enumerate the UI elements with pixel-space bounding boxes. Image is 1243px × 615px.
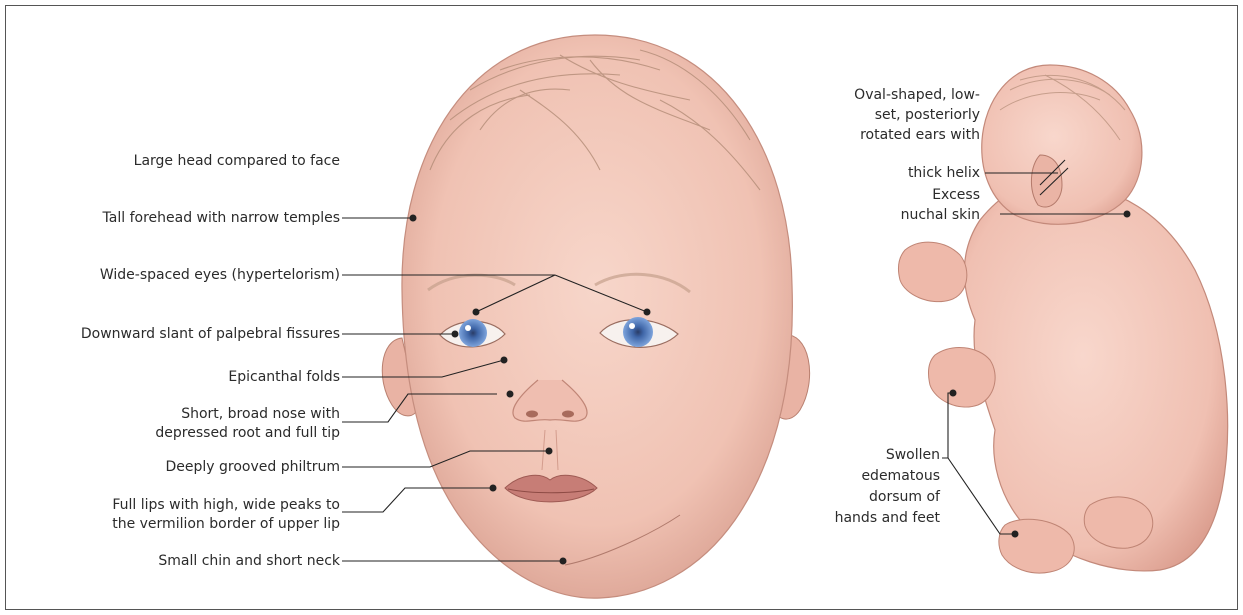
label-swollen-line4: hands and feet (780, 509, 940, 528)
label-swollen-line3: dorsum of (780, 488, 940, 507)
label-swollen-line2: edematous (780, 467, 940, 486)
baby-face (382, 35, 809, 598)
label-nuchal-line1: Excess (780, 186, 980, 205)
label-downward-slant: Downward slant of palpebral fissures (6, 325, 340, 344)
label-ears-line1: Oval-shaped, low- (780, 86, 980, 105)
head-shape (402, 35, 792, 598)
label-nose-line1: Short, broad nose with (40, 405, 340, 424)
label-wide-spaced-eyes: Wide-spaced eyes (hypertelorism) (20, 266, 340, 285)
label-tall-forehead: Tall forehead with narrow temples (20, 209, 340, 228)
label-ears-line3: rotated ears with (780, 126, 980, 145)
label-epicanthal-folds: Epicanthal folds (40, 368, 340, 387)
label-philtrum: Deeply grooved philtrum (40, 458, 340, 477)
label-ears-line2: set, posteriorly (780, 106, 980, 125)
label-swollen-line1: Swollen (780, 446, 940, 465)
upper-hand (898, 242, 966, 301)
label-large-head: Large head compared to face (40, 152, 340, 171)
lower-hand (928, 348, 995, 408)
label-ears-line4: thick helix (780, 164, 980, 183)
label-lips-line1: Full lips with high, wide peaks to (20, 496, 340, 515)
label-lips-line2: the vermilion border of upper lip (20, 515, 340, 534)
label-nose-line2: depressed root and full tip (40, 424, 340, 443)
label-nuchal-line2: nuchal skin (780, 206, 980, 225)
side-head (982, 65, 1142, 224)
label-chin: Small chin and short neck (40, 552, 340, 571)
